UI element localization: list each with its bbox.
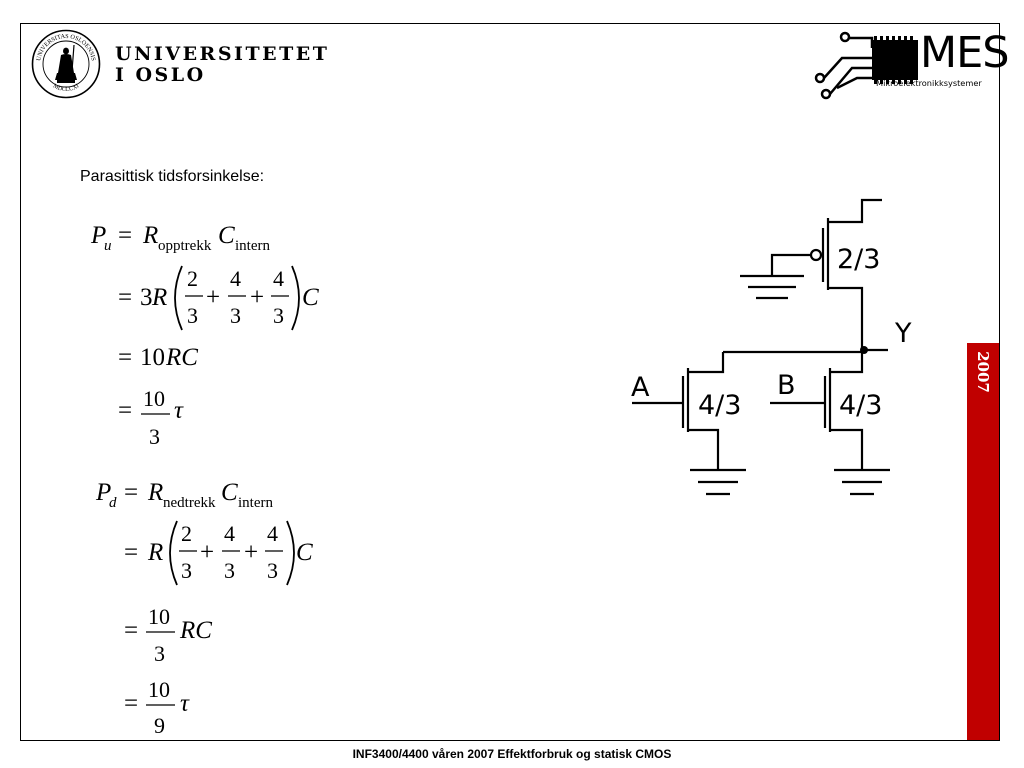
pd-l4-num: 10 bbox=[148, 677, 170, 702]
pu-l2-coef: 3 bbox=[140, 284, 153, 311]
nmos-b-source-wire bbox=[830, 428, 864, 470]
mes-logo-circuit-icon bbox=[814, 31, 918, 100]
pu-l2-f3-den: 3 bbox=[273, 303, 284, 328]
pd-l2-f2-den: 3 bbox=[224, 558, 235, 583]
university-name-line1: UNIVERSITETET bbox=[115, 43, 330, 65]
pu-l4-den: 3 bbox=[149, 424, 160, 449]
pu-l3-eq: = bbox=[118, 344, 132, 371]
pmos-source-wire bbox=[828, 286, 864, 350]
nmos-b-drain-wire bbox=[830, 352, 864, 374]
pu-l2-paren-right bbox=[291, 265, 300, 331]
pu-l3-rc: RC bbox=[165, 344, 198, 371]
nmos-a-source-wire bbox=[688, 428, 720, 470]
ground-icon bbox=[690, 468, 746, 496]
pu-c-sub: intern bbox=[235, 238, 270, 254]
pu-l4-num: 10 bbox=[143, 386, 165, 411]
pd-l2-f1-num: 2 bbox=[181, 521, 192, 546]
pd-l4-den: 9 bbox=[154, 713, 165, 738]
equation-pd-line4: = 10 9 τ bbox=[124, 677, 190, 738]
pd-l2-plus1: + bbox=[200, 539, 214, 566]
slide-frame bbox=[20, 23, 1000, 741]
equation-pu-line1: P u = R opptrekk C intern bbox=[90, 222, 270, 254]
pu-r: R bbox=[142, 222, 158, 249]
pd-l3-rc: RC bbox=[179, 617, 212, 644]
pd-c-sub: intern bbox=[238, 495, 273, 511]
equation-pd-line3: = 10 3 RC bbox=[124, 604, 212, 666]
pd-l4-eq: = bbox=[124, 690, 138, 717]
pu-l2-paren-left bbox=[174, 265, 183, 331]
pd-l3-den: 3 bbox=[154, 641, 165, 666]
university-seal: UNIVERSITAS OSLOENSIS MDCCCXI bbox=[31, 29, 101, 99]
pu-lhs: P bbox=[90, 222, 106, 249]
pu-l4-tau: τ bbox=[174, 397, 184, 424]
pd-r-sub: nedtrekk bbox=[163, 495, 216, 511]
pd-l2-f3-den: 3 bbox=[267, 558, 278, 583]
ground-icon bbox=[834, 468, 890, 496]
pd-l2-f1-den: 3 bbox=[181, 558, 192, 583]
output-y-label: Y bbox=[894, 318, 912, 349]
pu-l2-f1-num: 2 bbox=[187, 266, 198, 291]
footer: INF3400/4400 våren 2007 Effektforbruk og… bbox=[352, 747, 672, 761]
pu-l2-r: R bbox=[151, 284, 167, 311]
equation-pd-line1: P d = R nedtrekk C intern bbox=[95, 479, 273, 511]
pu-l2-c: C bbox=[302, 284, 319, 311]
pmos-gate-wire bbox=[770, 253, 811, 276]
nmos-a-size-label: 4/3 bbox=[698, 390, 741, 421]
pu-lhs-sub: u bbox=[104, 238, 112, 254]
pmos-drain-wire bbox=[828, 198, 882, 224]
junction-dot bbox=[860, 346, 868, 354]
pd-eq: = bbox=[124, 479, 138, 506]
pd-lhs: P bbox=[95, 479, 111, 506]
equation-pd-line2: = R 2 3 + 4 3 + 4 3 C bbox=[124, 520, 313, 586]
pd-r: R bbox=[147, 479, 163, 506]
pu-l2-f2-num: 4 bbox=[230, 266, 241, 291]
pu-l3-value: 10 bbox=[140, 344, 165, 371]
pu-l2-f2-den: 3 bbox=[230, 303, 241, 328]
pmos-gate-bubble bbox=[809, 248, 823, 262]
pu-l2-plus2: + bbox=[250, 284, 264, 311]
pd-l2-f2-num: 4 bbox=[224, 521, 235, 546]
pu-l2-plus1: + bbox=[206, 284, 220, 311]
pd-lhs-sub: d bbox=[109, 495, 117, 511]
equation-pu-line2: = 3 R 2 3 + 4 3 + 4 3 C bbox=[118, 265, 319, 331]
university-name-line2: I OSLO bbox=[115, 64, 206, 86]
pd-c: C bbox=[221, 479, 238, 506]
pu-l4-eq: = bbox=[118, 397, 132, 424]
ground-icon bbox=[740, 274, 804, 300]
section-heading: Parasittisk tidsforsinkelse: bbox=[80, 168, 265, 185]
equation-pu-line4: = 10 3 τ bbox=[118, 386, 184, 449]
pd-l2-c: C bbox=[296, 539, 313, 566]
input-b-label: B bbox=[777, 370, 796, 401]
pd-l2-eq: = bbox=[124, 539, 138, 566]
pu-r-sub: opptrekk bbox=[158, 238, 212, 254]
nmos-b-size-label: 4/3 bbox=[839, 390, 882, 421]
pu-c: C bbox=[218, 222, 235, 249]
pd-l3-num: 10 bbox=[148, 604, 170, 629]
input-a-label: A bbox=[631, 372, 650, 403]
pu-l2-f1-den: 3 bbox=[187, 303, 198, 328]
mes-logo-subtitle: Mikroelektronikksystemer bbox=[876, 78, 982, 88]
pu-l2-f3-num: 4 bbox=[273, 266, 284, 291]
pd-l2-paren-left bbox=[169, 520, 178, 586]
pmos-size-label: 2/3 bbox=[837, 244, 880, 275]
pd-l2-r: R bbox=[147, 539, 163, 566]
pd-l4-tau: τ bbox=[180, 690, 190, 717]
pu-eq: = bbox=[118, 222, 132, 249]
equation-pu-line3: = 10 RC bbox=[118, 344, 198, 371]
nmos-a-drain-wire bbox=[688, 352, 725, 374]
pd-l2-paren-right bbox=[286, 520, 295, 586]
university-name: UNIVERSITETET I OSLO bbox=[115, 44, 329, 86]
pu-l2-eq: = bbox=[118, 284, 132, 311]
pd-l2-f3-num: 4 bbox=[267, 521, 278, 546]
year-side-bar bbox=[967, 343, 999, 740]
pd-l3-eq: = bbox=[124, 617, 138, 644]
svg-text:MDCCCXI: MDCCCXI bbox=[52, 83, 80, 93]
mes-logo-text: MES bbox=[920, 28, 1010, 78]
pd-l2-plus2: + bbox=[244, 539, 258, 566]
